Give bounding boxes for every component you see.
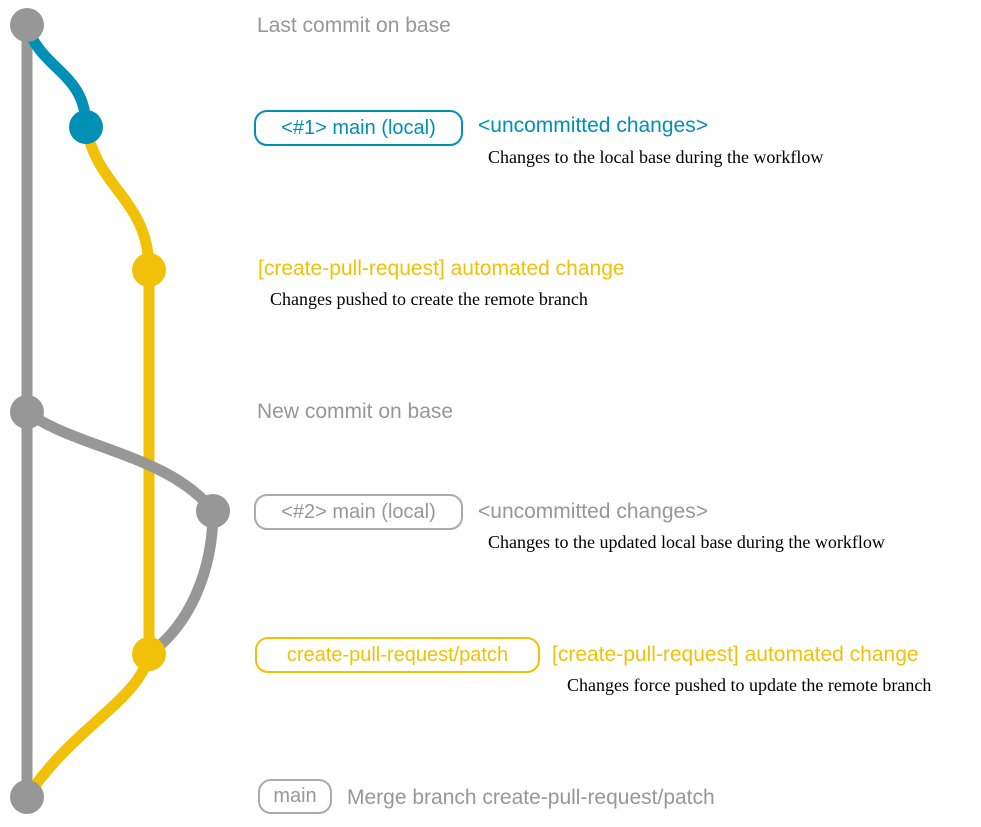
note-updated-local-base-changes: Changes to the updated local base during… <box>488 532 885 552</box>
commit-dot-local-main-1 <box>69 110 103 144</box>
badge-main-local-2-label: <#2> main (local) <box>281 500 436 523</box>
commit-dot-automated-change-2 <box>132 637 166 671</box>
badge-main-local-1-label: <#1> main (local) <box>281 116 436 139</box>
badge-main-local-2: <#2> main (local) <box>254 494 463 530</box>
note-push-remote-branch: Changes pushed to create the remote bran… <box>270 289 588 309</box>
label-automated-change-2: [create-pull-request] automated change <box>552 643 919 666</box>
branch-line-local-main-2 <box>21 406 219 517</box>
commit-dot-automated-change-1 <box>132 253 166 287</box>
note-force-push-remote-branch: Changes force pushed to update the remot… <box>567 675 932 695</box>
badge-main-label: main <box>273 785 317 807</box>
commit-dot-merge <box>10 780 44 814</box>
badge-create-pull-request-patch-label: create-pull-request/patch <box>286 643 509 666</box>
merge-line-patch-into-main <box>21 648 155 803</box>
commit-dot-new-base <box>10 395 44 429</box>
commit-dot-last-base <box>10 8 44 42</box>
label-merge-branch: Merge branch create-pull-request/patch <box>347 786 715 809</box>
branch-line-local-main-1 <box>21 19 92 133</box>
commit-dot-local-main-2 <box>196 494 230 528</box>
label-automated-change-1: [create-pull-request] automated change <box>258 257 625 280</box>
badge-create-pull-request-patch: create-pull-request/patch <box>255 637 540 673</box>
branch-line-patch <box>80 121 155 660</box>
badge-main-local-1: <#1> main (local) <box>254 110 463 146</box>
note-local-base-changes-1: Changes to the local base during the wor… <box>488 147 824 167</box>
badge-main: main <box>258 779 332 814</box>
label-uncommitted-changes-1: <uncommitted changes> <box>478 114 708 137</box>
force-push-line-local-main-2 <box>143 505 219 660</box>
label-uncommitted-changes-2: <uncommitted changes> <box>478 500 708 523</box>
label-last-commit-on-base: Last commit on base <box>257 14 451 37</box>
label-new-commit-on-base: New commit on base <box>257 400 454 423</box>
